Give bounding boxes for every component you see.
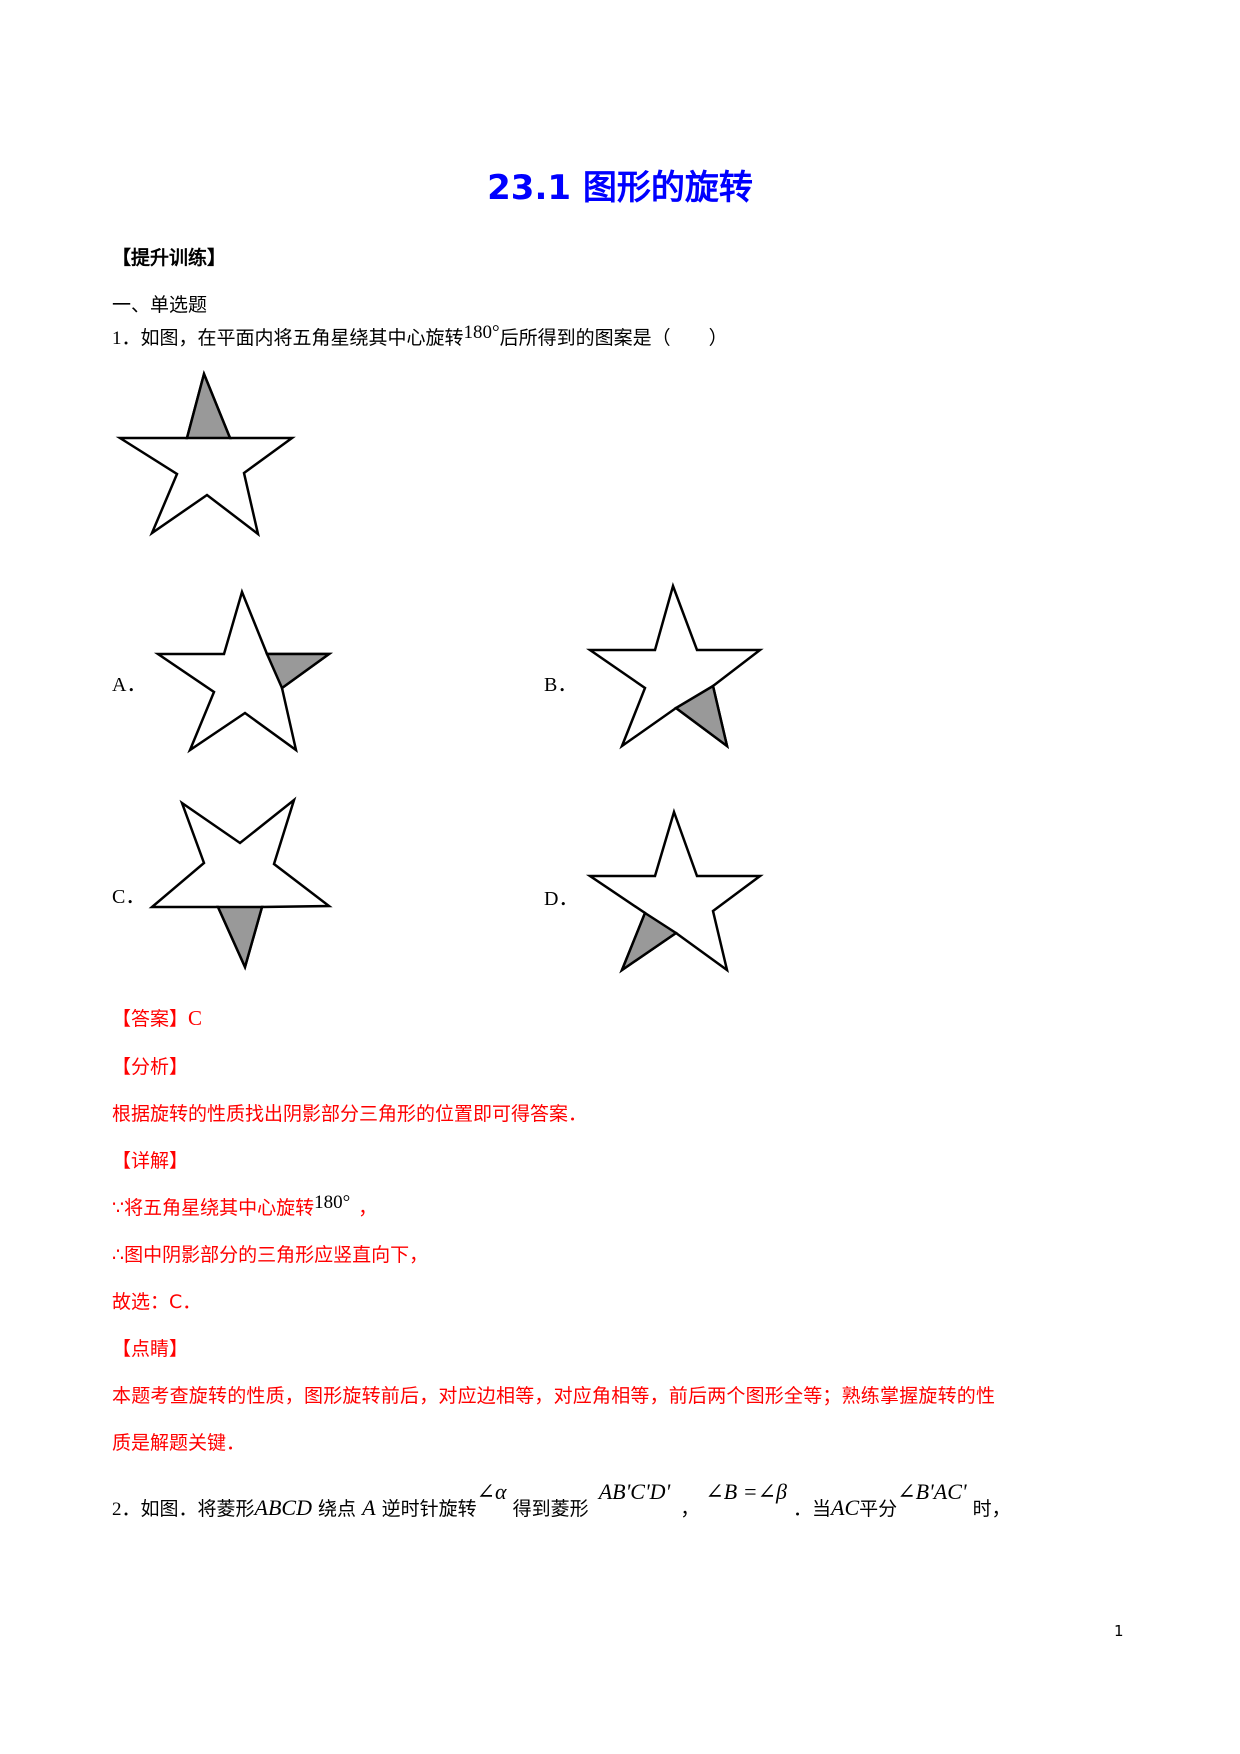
question-type-heading: 一、单选题 (112, 294, 208, 316)
detail-line-1-comma: ， (358, 1197, 378, 1219)
q2-math-ac: AC (831, 1495, 860, 1520)
comment-line-2: 质是解题关键． (112, 1432, 246, 1454)
question-text-after: 后所得到的图案是（ ） (499, 327, 728, 349)
question-text: 如图，在平面内将五角星绕其中心旋转 (140, 327, 464, 349)
document-title: 23.1 图形的旋转 (487, 168, 753, 208)
detail-line-2: ∴图中阴影部分的三角形应竖直向下， (112, 1244, 429, 1266)
answer-value: C (188, 1006, 203, 1030)
answer-label: 【答案】 (112, 1008, 189, 1030)
question-number: 2． (112, 1499, 141, 1520)
detail-label: 【详解】 (112, 1150, 189, 1172)
answer-line: 【答案】C (112, 1004, 202, 1031)
q2-math-angle-bac: ∠B'AC' (897, 1479, 967, 1504)
q2-text-3: 逆时针旋转 (381, 1498, 477, 1520)
q2-math-abcd: ABCD (254, 1495, 312, 1520)
question-number: 1． (112, 328, 141, 349)
detail-line-1-text: ∵将五角星绕其中心旋转 (112, 1197, 315, 1219)
question-2-stem: 2．如图．将菱形ABCD 绕点 A 逆时针旋转∠α 得到菱形 AB'C'D' ，… (112, 1479, 1011, 1521)
detail-line-3: 故选：C． (112, 1291, 202, 1313)
q2-math-alpha: ∠α (476, 1479, 507, 1504)
option-c-label[interactable]: C． (112, 886, 146, 908)
q2-text-6: ．当 (793, 1498, 832, 1520)
q2-math-angle-b: ∠B =∠β (705, 1479, 787, 1504)
q2-text-1: 如图．将菱形 (140, 1498, 255, 1520)
section-label: 【提升训练】 (112, 247, 227, 269)
analysis-text: 根据旋转的性质找出阴影部分三角形的位置即可得答案． (112, 1103, 588, 1125)
q2-text-7: 平分 (859, 1498, 898, 1520)
q2-math-abcd-prime: AB'C'D' (598, 1479, 671, 1504)
q2-text-8: 时， (972, 1498, 1011, 1520)
detail-angle: 180° (314, 1192, 351, 1213)
analysis-label: 【分析】 (112, 1056, 189, 1078)
question-1-stem: 1．如图，在平面内将五角星绕其中心旋转180°后所得到的图案是（ ） (112, 322, 728, 350)
page-number: 1 (1114, 1622, 1124, 1640)
option-d-label[interactable]: D． (544, 888, 579, 910)
q2-math-a: A (362, 1495, 376, 1520)
comment-label: 【点睛】 (112, 1338, 189, 1360)
q2-text-2: 绕点 (318, 1498, 357, 1520)
angle-value: 180° (463, 322, 500, 343)
detail-line-1: ∵将五角星绕其中心旋转180° ， (112, 1192, 378, 1220)
option-a-label[interactable]: A． (112, 674, 147, 696)
option-b-label[interactable]: B． (544, 674, 578, 696)
q2-text-5: ， (680, 1498, 700, 1520)
comment-line-1: 本题考查旋转的性质，图形旋转前后，对应边相等，对应角相等，前后两个图形全等；熟练… (112, 1385, 996, 1407)
q2-text-4: 得到菱形 (512, 1498, 589, 1520)
